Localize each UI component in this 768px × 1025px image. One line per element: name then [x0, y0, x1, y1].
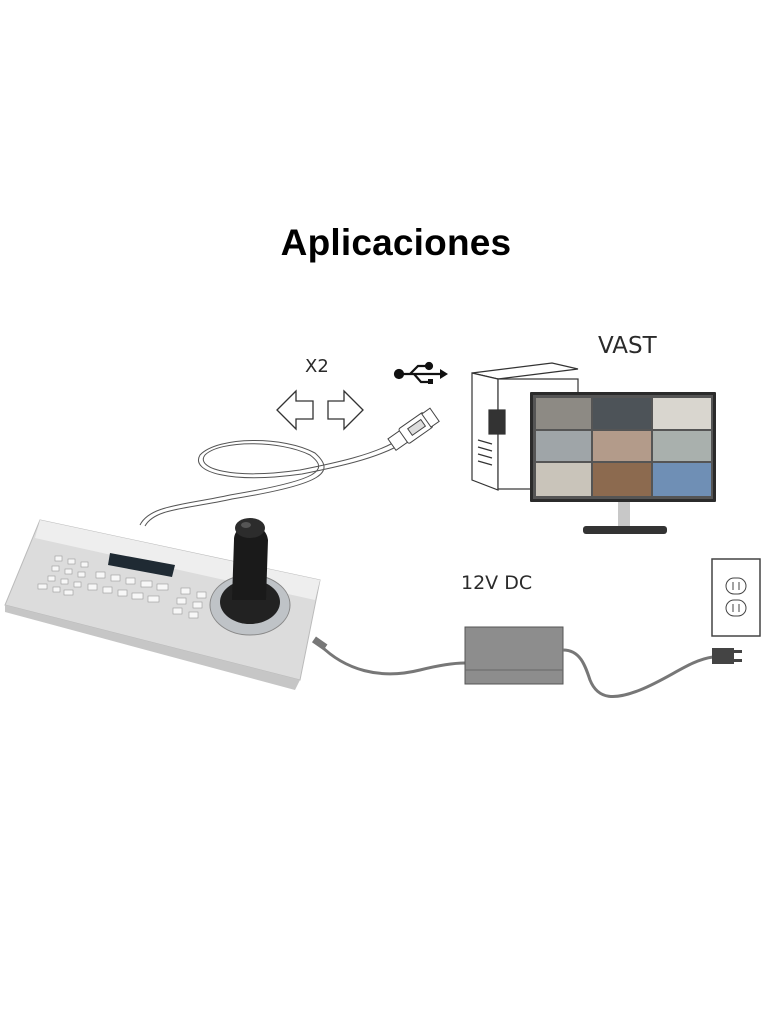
- power-label: 12V DC: [461, 572, 533, 594]
- vast-software-label: VAST: [598, 333, 657, 359]
- usb-cable: [139, 407, 440, 527]
- camera-grid: [536, 398, 711, 496]
- usb-multiplier-label: X2: [305, 356, 329, 377]
- page-title: Aplicaciones: [280, 222, 512, 263]
- monitor: [530, 392, 716, 534]
- ptz-keyboard-controller: [4, 518, 321, 690]
- arrow-right-icon: [327, 389, 364, 431]
- power-adapter: [311, 626, 742, 699]
- arrow-left-icon: [276, 389, 314, 431]
- wall-outlet: [711, 558, 761, 637]
- usb-icon: [393, 361, 448, 384]
